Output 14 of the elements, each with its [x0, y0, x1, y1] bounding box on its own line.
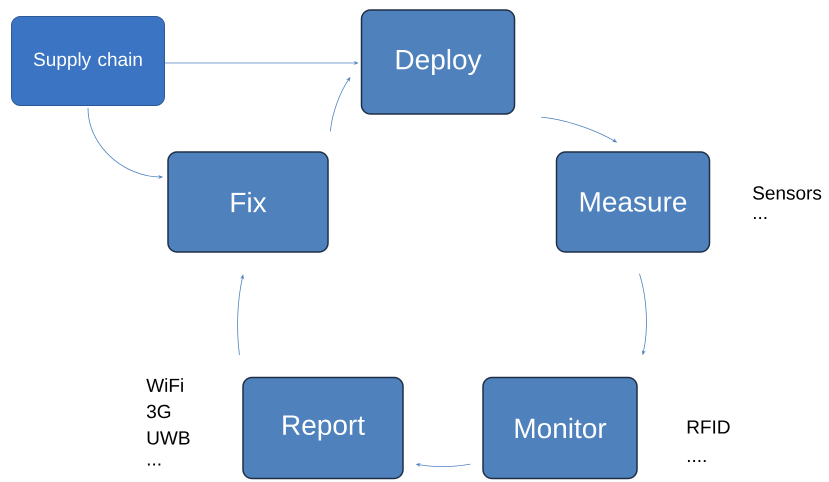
process-box: Report — [242, 376, 404, 480]
process-box: Supply chain — [11, 16, 165, 106]
side-note: UWB — [148, 431, 190, 445]
process-box: Monitor — [482, 376, 638, 480]
side-note: WiFi — [146, 378, 183, 392]
process-box: Fix — [167, 151, 329, 253]
process-box: Deploy — [360, 9, 516, 115]
side-note: 3G — [146, 404, 170, 418]
side-note: RFID — [688, 420, 730, 434]
side-note: ... — [148, 464, 160, 466]
process-box: Measure — [556, 151, 710, 253]
side-note: Sensors — [753, 186, 822, 200]
side-note: .... — [688, 460, 706, 462]
side-note: ... — [754, 217, 766, 220]
